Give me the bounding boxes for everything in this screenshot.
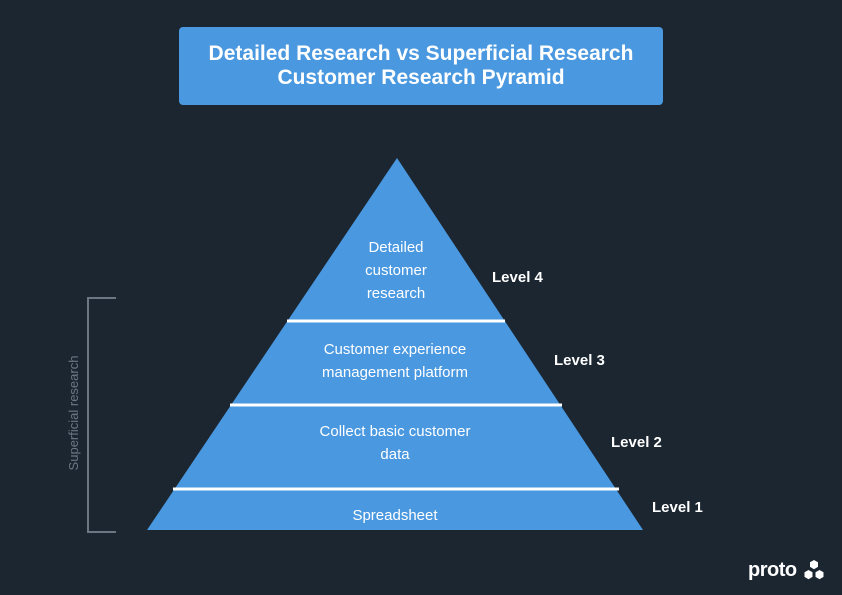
tier-2-line-1: Collect basic customer bbox=[320, 423, 471, 440]
title-line-1: Detailed Research vs Superficial Researc… bbox=[208, 42, 634, 65]
tier-4-line-3: research bbox=[367, 285, 425, 302]
tier-2-line-2: data bbox=[380, 446, 410, 463]
title-banner: Detailed Research vs Superficial Researc… bbox=[179, 27, 663, 105]
level-4-label: Level 4 bbox=[492, 269, 544, 286]
level-3-label: Level 3 bbox=[554, 352, 605, 369]
tier-3-line-1: Customer experience bbox=[324, 341, 467, 358]
hexagon-cluster-icon bbox=[804, 560, 824, 580]
level-1-label: Level 1 bbox=[652, 499, 703, 516]
level-2-label: Level 2 bbox=[611, 434, 662, 451]
pyramid-shape bbox=[147, 158, 643, 530]
tier-4-line-1: Detailed bbox=[368, 239, 423, 256]
tier-1-line-1: Spreadsheet bbox=[352, 507, 438, 524]
tier-3-line-2: management platform bbox=[322, 364, 468, 381]
proto-logo: proto bbox=[748, 556, 827, 584]
logo-text: proto bbox=[748, 558, 797, 581]
superficial-research-label: Superficial research bbox=[66, 356, 81, 471]
superficial-research-bracket bbox=[87, 297, 116, 533]
title-line-2: Customer Research Pyramid bbox=[277, 66, 565, 89]
tier-4-line-2: customer bbox=[365, 262, 427, 279]
